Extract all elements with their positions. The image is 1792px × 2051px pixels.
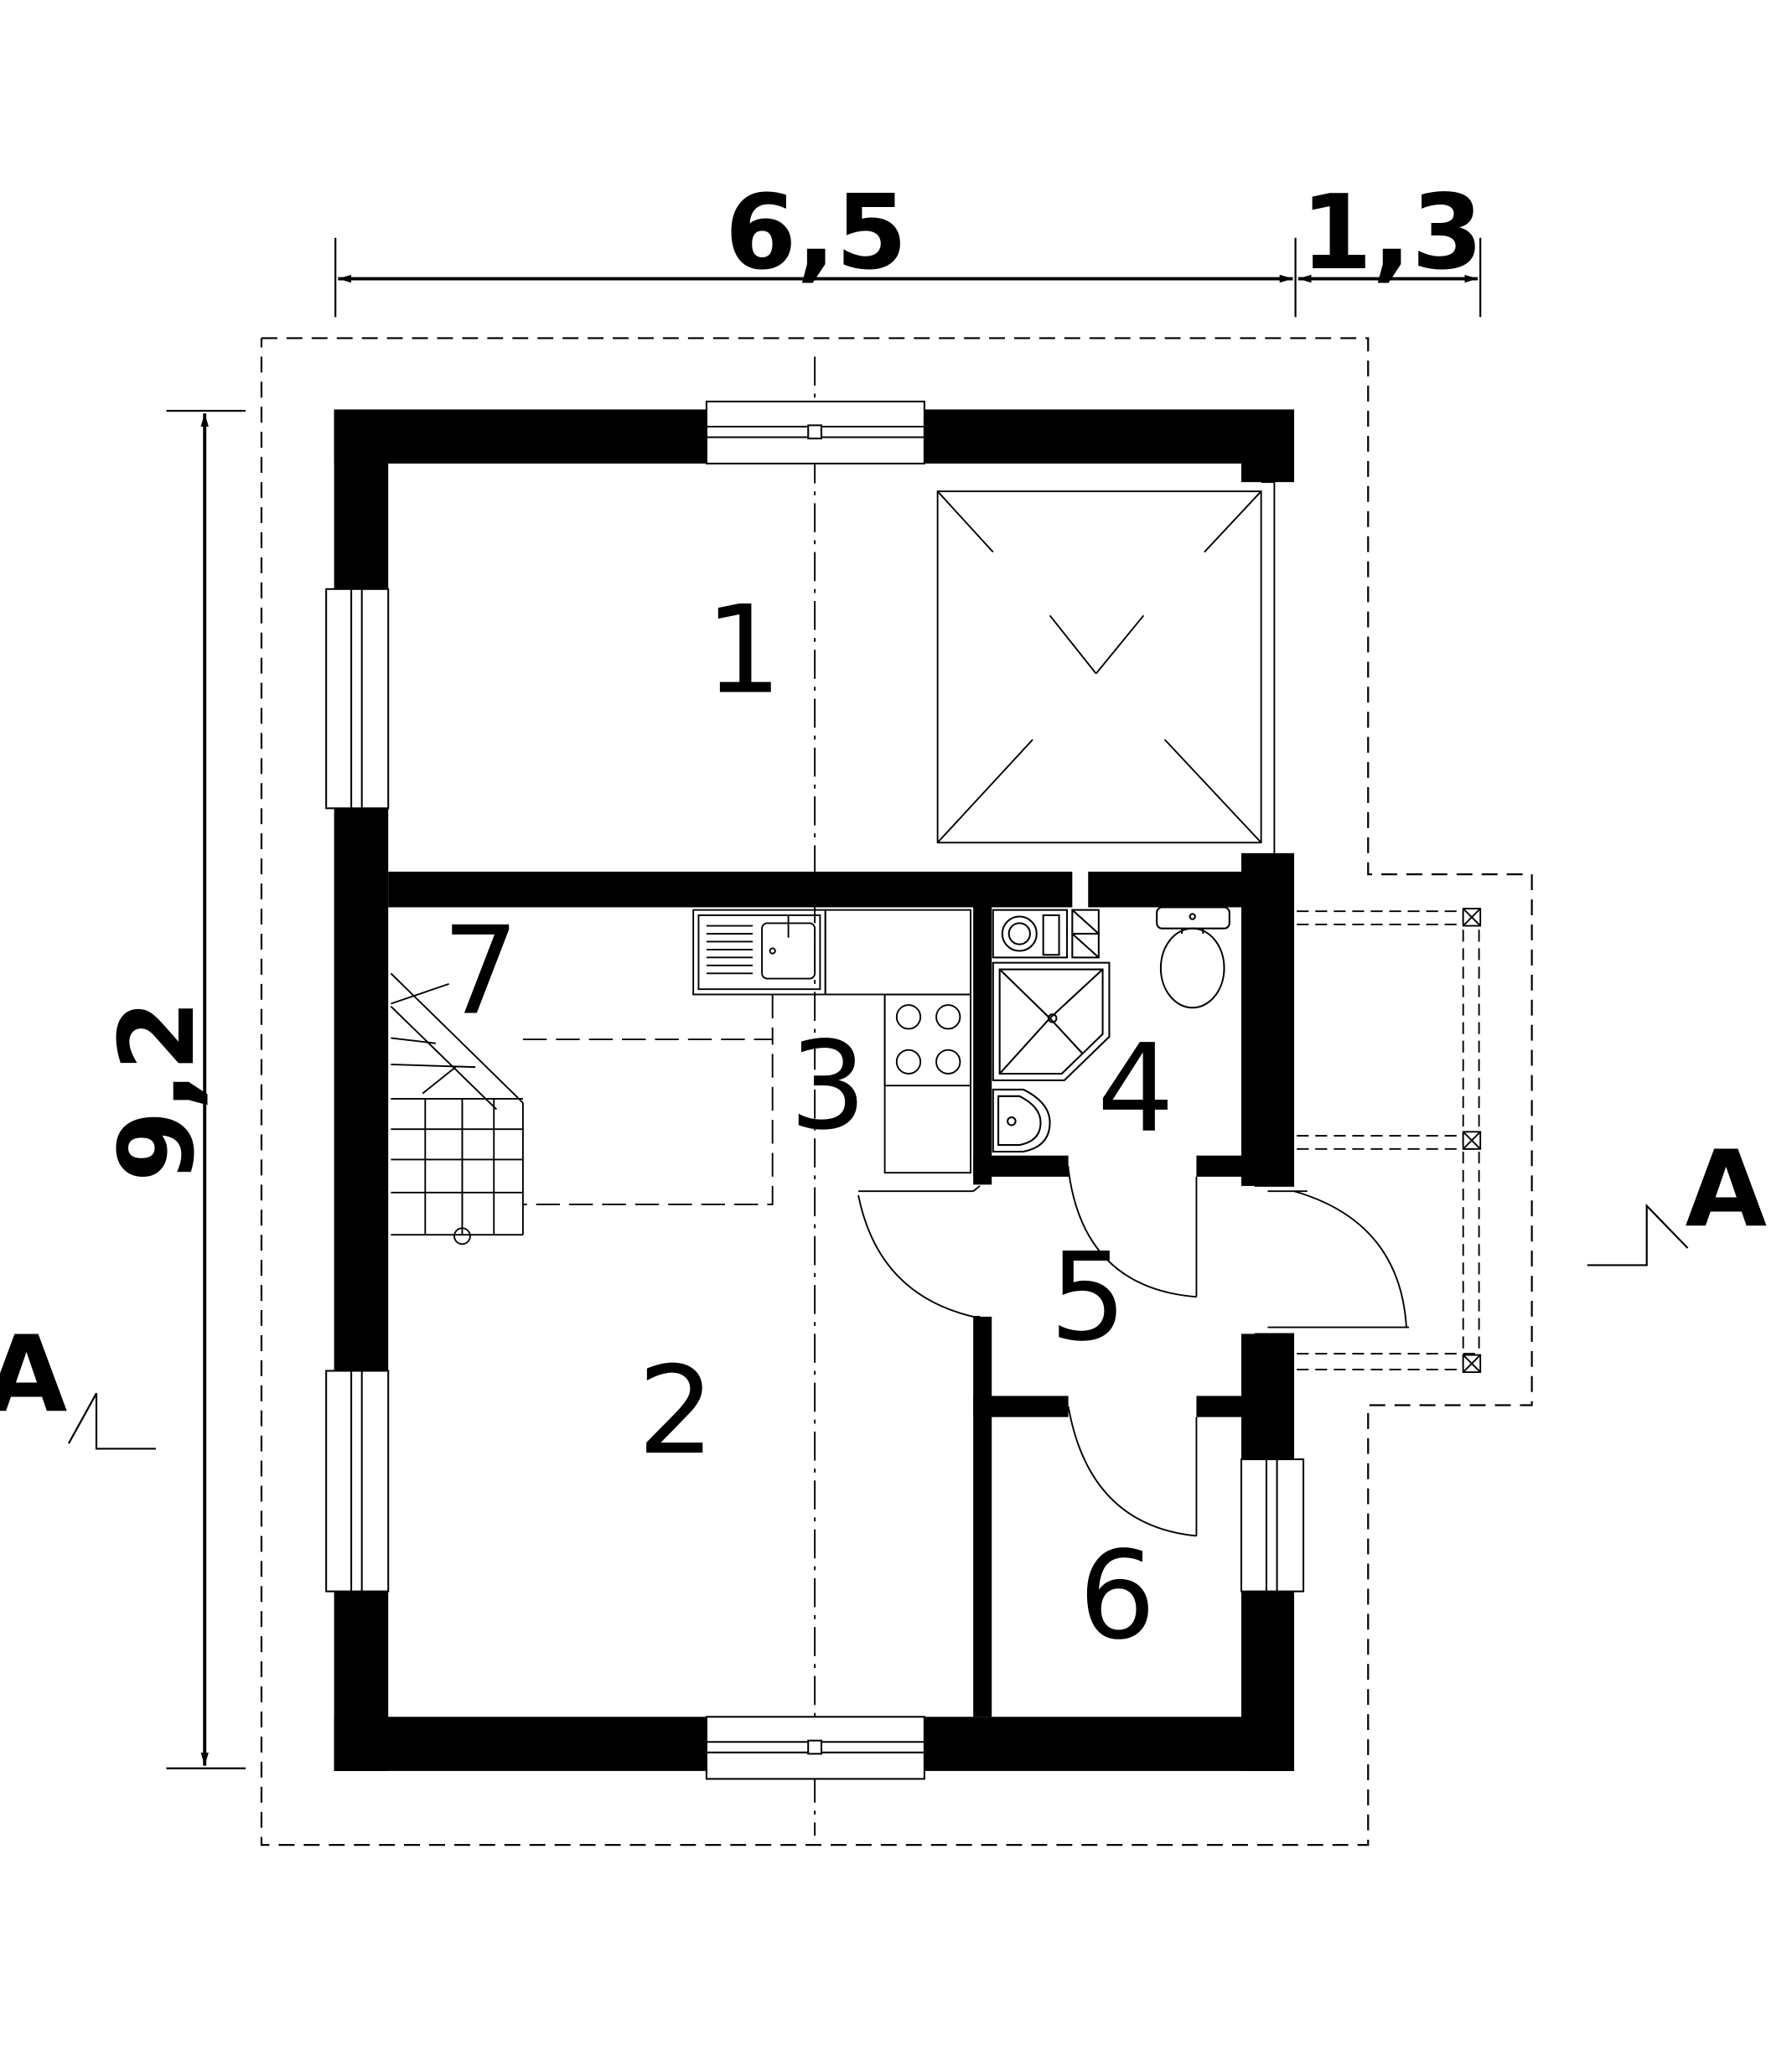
- staircase: [390, 972, 524, 1246]
- dimension-height: 9,2: [97, 1000, 217, 1183]
- section-marker-lines: [67, 1203, 1689, 1450]
- room-number-1: 1: [705, 580, 782, 722]
- dimension-width-porch: 1,3: [1301, 173, 1484, 293]
- room-number-3: 3: [790, 1016, 867, 1158]
- room-number-6: 6: [1079, 1525, 1156, 1667]
- walls: [334, 409, 1295, 1771]
- section-marker-left: A: [0, 1313, 67, 1436]
- doors: [857, 1166, 1410, 1537]
- room-number-5: 5: [1049, 1227, 1126, 1369]
- roof-outline: [260, 337, 1533, 1846]
- porch: [1297, 910, 1480, 1370]
- window-right: [1240, 1458, 1305, 1593]
- porch-posts: [1462, 908, 1482, 1374]
- windows: [325, 401, 1305, 1780]
- bathroom-fixtures: [992, 906, 1230, 1152]
- kitchen-counter: [692, 909, 971, 1174]
- room-number-7: 7: [442, 901, 519, 1043]
- room-number-4: 4: [1097, 1018, 1174, 1160]
- dimension-width-main: 6,5: [725, 173, 908, 293]
- section-marker-right: A: [1685, 1127, 1767, 1251]
- room-number-2: 2: [638, 1340, 715, 1482]
- stair-opening-above: [522, 994, 774, 1205]
- dimension-lines: [166, 237, 1482, 1769]
- window-left-upper: [325, 588, 390, 810]
- window-top: [705, 401, 925, 465]
- window-left-lower: [325, 1370, 390, 1593]
- roof-window-opening: [936, 481, 1276, 853]
- window-bottom: [705, 1716, 925, 1780]
